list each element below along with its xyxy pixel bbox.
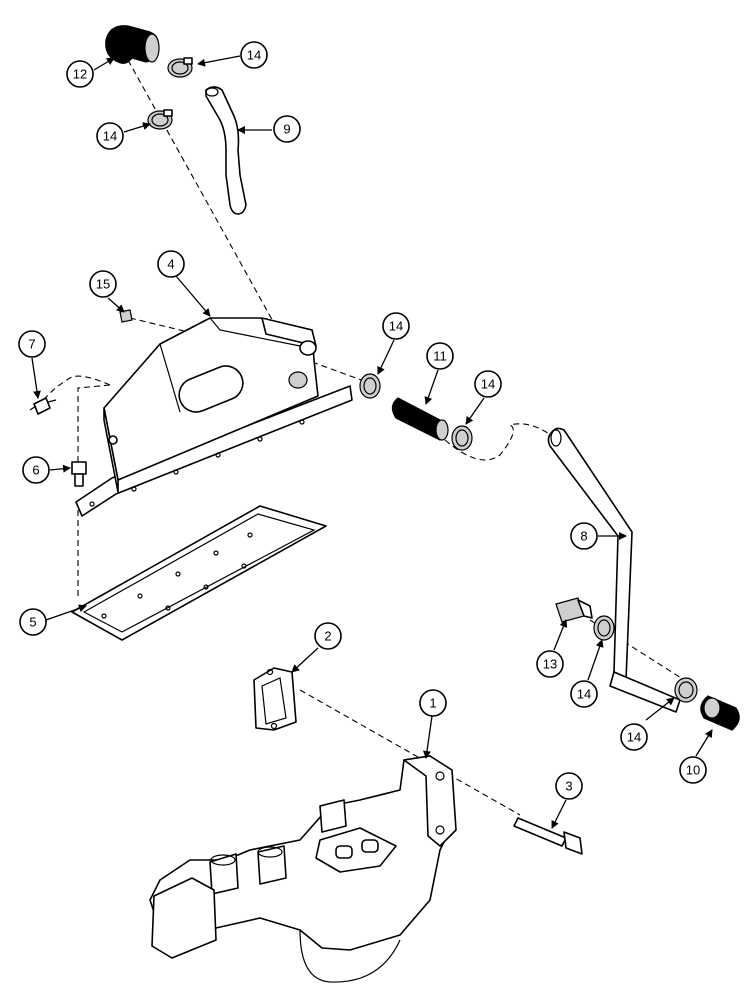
leader-lines: [31, 55, 713, 829]
callout-15-label: 15: [96, 277, 110, 292]
callout-9: 9: [273, 115, 301, 143]
callout-4-label: 4: [167, 257, 174, 272]
callout-6: 6: [22, 456, 50, 484]
callout-3-label: 3: [565, 779, 572, 794]
callout-5: 5: [19, 608, 47, 636]
part-5-gasket: [71, 505, 327, 641]
part-14-hose-clamp-lower-right: [674, 677, 698, 703]
callout-3: 3: [555, 772, 583, 800]
callout-15: 15: [89, 270, 117, 298]
part-9-bent-tube: [205, 86, 247, 215]
part-6-bolt: [71, 461, 87, 487]
callout-11-label: 11: [433, 349, 447, 364]
callout-14-lower-middle: 14: [570, 680, 598, 708]
part-3-bolt: [513, 817, 583, 855]
part-14-hose-clamp-top: [167, 57, 193, 78]
callout-14-label: 14: [577, 687, 591, 702]
callout-2-label: 2: [324, 629, 331, 644]
callout-14-label: 14: [103, 129, 117, 144]
part-7-sender: [29, 397, 57, 415]
callout-9-label: 9: [283, 122, 290, 137]
callout-8: 8: [570, 522, 598, 550]
callout-14-label: 14: [247, 48, 261, 63]
callout-7-label: 7: [28, 337, 35, 352]
callout-7: 7: [18, 330, 46, 358]
callout-14-label: 14: [481, 377, 495, 392]
callout-14-middle-right: 14: [474, 370, 502, 398]
callout-10: 10: [679, 756, 707, 784]
callout-14-upper-left: 14: [96, 122, 124, 150]
part-14-hose-clamp-middle-left: [359, 373, 381, 399]
callout-6-label: 6: [32, 463, 39, 478]
part-4-cover: [75, 317, 353, 517]
callout-10-label: 10: [686, 763, 700, 778]
callout-1-label: 1: [429, 696, 436, 711]
callout-14-lower-right: 14: [620, 723, 648, 751]
part-11-hose-sleeve: [391, 397, 449, 441]
part-14-hose-clamp-lower-middle: [593, 615, 615, 641]
callout-1: 1: [419, 689, 447, 717]
callout-5-label: 5: [29, 615, 36, 630]
part-8-pipe: [547, 427, 681, 713]
part-14-hose-clamp-upper-left: [147, 109, 173, 130]
assembly-dashed-lines: [39, 59, 701, 816]
callout-2: 2: [314, 622, 342, 650]
callout-14-label: 14: [389, 319, 403, 334]
callout-12: 12: [66, 60, 94, 88]
callout-14-top: 14: [240, 41, 268, 69]
callout-12-label: 12: [73, 67, 87, 82]
callout-4: 4: [157, 250, 185, 278]
part-12-elbow-hose: [105, 25, 160, 64]
callout-14-middle-left: 14: [382, 312, 410, 340]
callout-14-label: 14: [627, 730, 641, 745]
part-13-fitting: [555, 597, 593, 623]
callout-13: 13: [536, 650, 564, 678]
part-15-plug: [119, 309, 133, 323]
part-1-exhaust-manifold: [149, 755, 457, 983]
callout-13-label: 13: [543, 657, 557, 672]
part-14-hose-clamp-middle-right: [451, 425, 473, 451]
part-2-manifold-gasket: [253, 667, 297, 731]
callout-11: 11: [426, 342, 454, 370]
callout-8-label: 8: [580, 529, 587, 544]
part-10-short-hose: [700, 695, 740, 731]
